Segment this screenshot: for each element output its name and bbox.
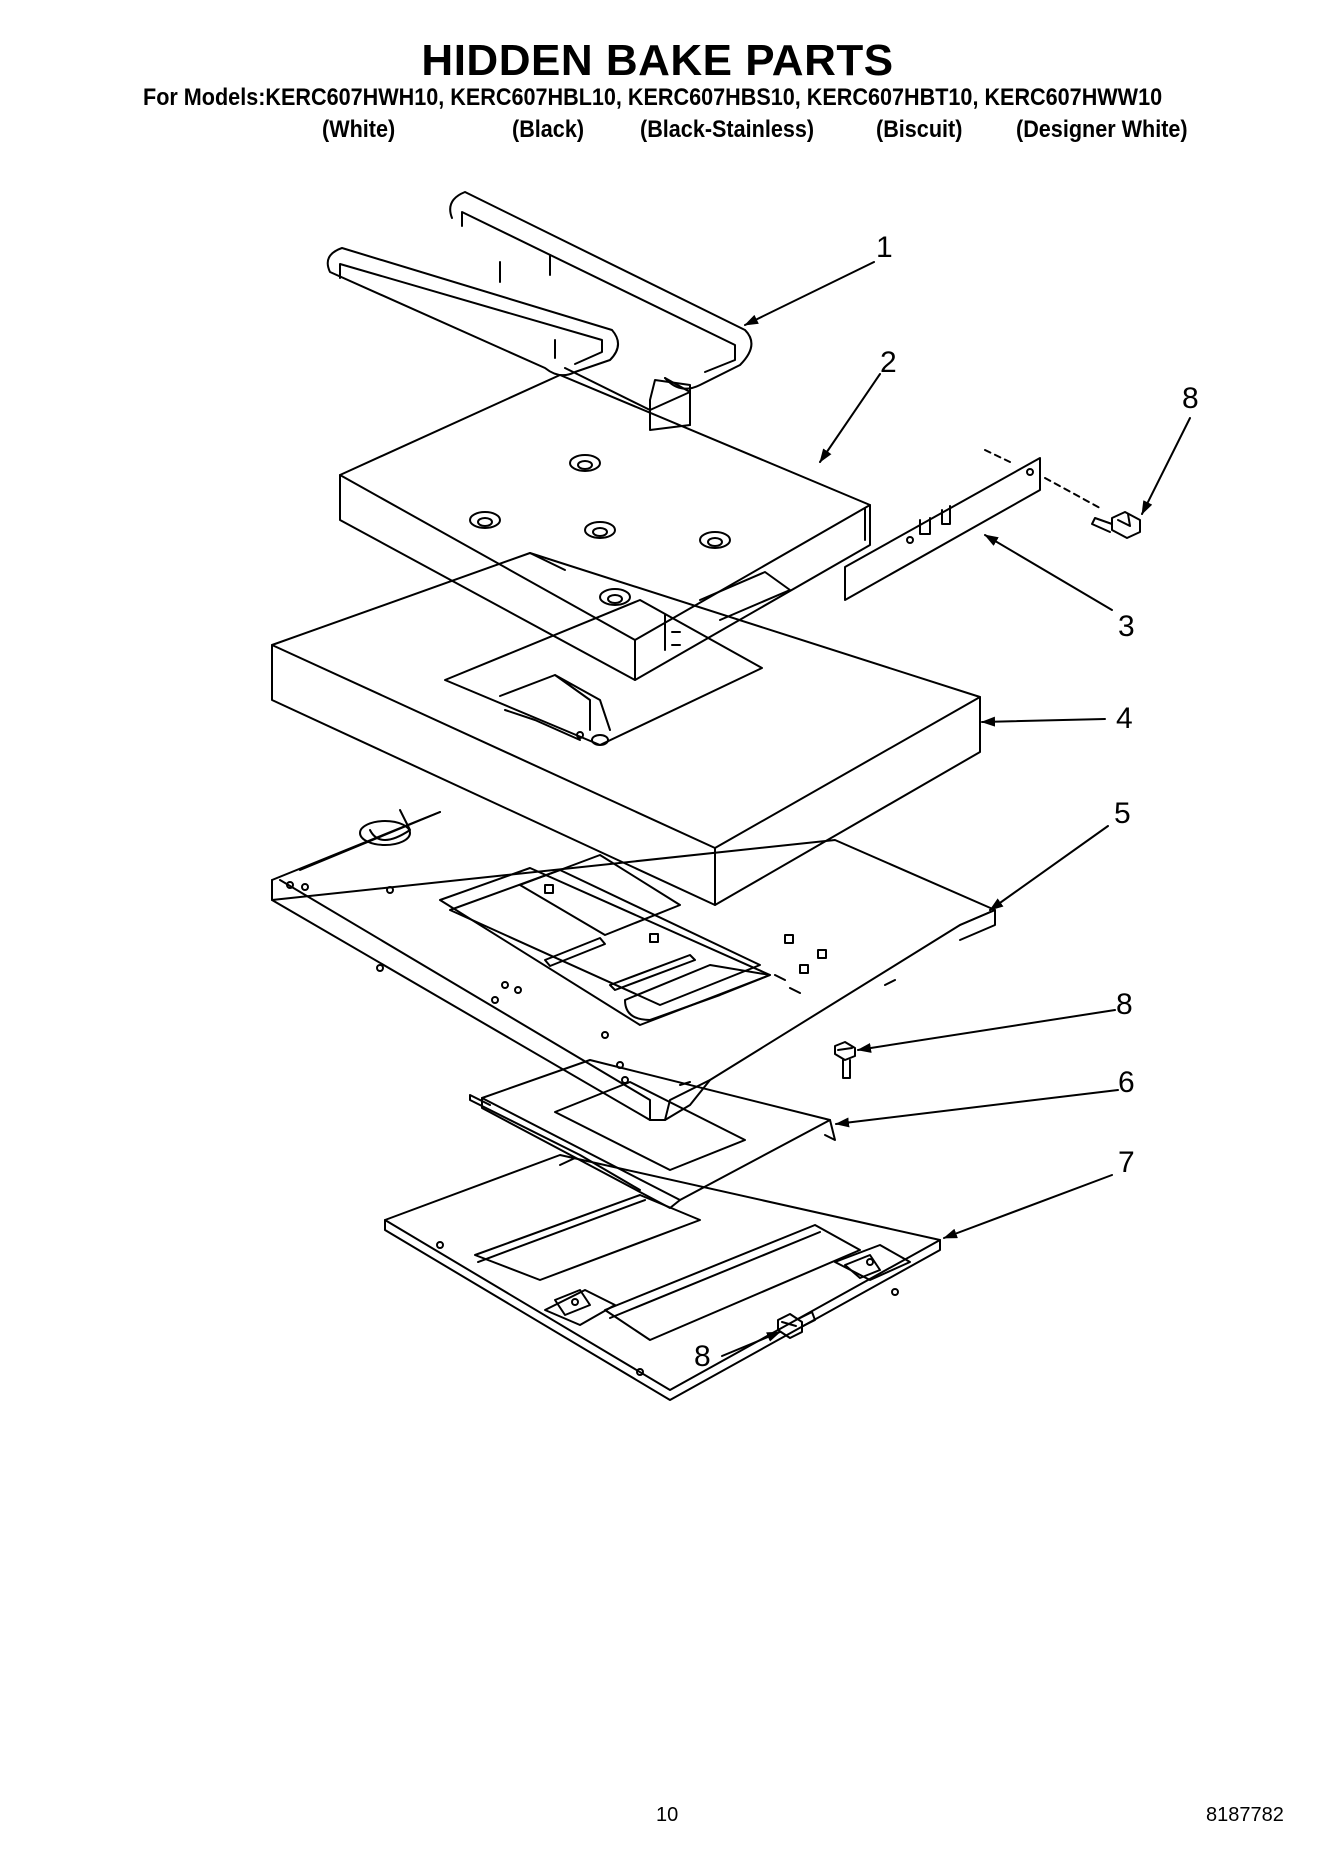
part-2-element-cover [339,374,871,681]
callout-8-middle: 8 [1116,988,1133,1021]
callout-8-lower: 8 [694,1340,711,1373]
callout-5: 5 [1114,797,1131,830]
color-label-black-stainless: (Black-Stainless) [640,116,815,143]
part-8-screw-lower [777,1311,816,1339]
color-label-black: (Black) [512,116,585,143]
part-8-screw-middle [834,1041,856,1079]
part-8-screw-upper [1091,511,1141,539]
part-4-insulation [271,552,981,906]
callout-3: 3 [1118,610,1135,643]
part-6-cover-plate [469,1059,836,1209]
callout-4: 4 [1116,702,1133,735]
callout-6: 6 [1118,1066,1135,1099]
color-label-designer-white: (Designer White) [1016,116,1188,143]
callout-2: 2 [880,346,897,379]
part-1-bake-element [326,191,753,431]
models-line: For Models:KERC607HWH10, KERC607HBL10, K… [143,84,1163,111]
callout-8-upper: 8 [1182,382,1199,415]
page-title: HIDDEN BAKE PARTS [421,36,894,85]
document-number: 8187782 [1206,1804,1284,1826]
part-5-oven-bottom [271,809,996,1121]
part-7-lower-panel [384,1154,941,1401]
callout-7: 7 [1118,1146,1135,1179]
color-label-biscuit: (Biscuit) [876,116,963,143]
callout-1: 1 [876,231,893,264]
color-label-white: (White) [322,116,396,143]
part-3-bracket [844,449,1101,601]
page-number: 10 [656,1804,679,1826]
leader-lines [721,261,1191,1357]
